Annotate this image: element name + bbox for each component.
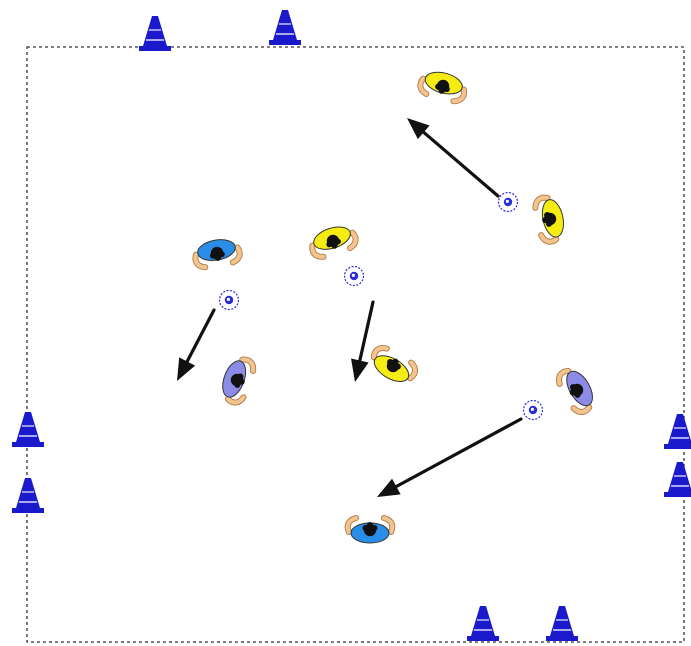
cone-icon [546, 606, 578, 641]
field-boundary [26, 46, 685, 643]
ball [343, 265, 365, 287]
cone-icon [139, 16, 171, 51]
cone-icon [269, 10, 301, 45]
player-blue [344, 515, 396, 544]
pass-arrow [377, 417, 523, 497]
player-lavender [556, 367, 593, 415]
cone-icon [12, 412, 44, 447]
pass-arrows [177, 118, 523, 497]
player-yellow [309, 226, 359, 260]
cones [12, 10, 691, 641]
pass-arrow [351, 300, 375, 382]
pass-arrow [407, 118, 500, 198]
ball [218, 289, 240, 311]
ball [522, 399, 544, 421]
player-yellow [370, 345, 418, 382]
cone-icon [12, 478, 44, 513]
player-yellow [532, 194, 564, 245]
cone-icon [664, 462, 691, 497]
cone-icon [467, 606, 499, 641]
pass-arrow [177, 308, 216, 381]
player-blue [192, 239, 243, 271]
player-lavender [222, 356, 257, 406]
ball [497, 191, 519, 213]
player-yellow [417, 71, 468, 105]
cone-icon [664, 414, 691, 449]
balls [218, 191, 544, 421]
players [192, 71, 593, 544]
